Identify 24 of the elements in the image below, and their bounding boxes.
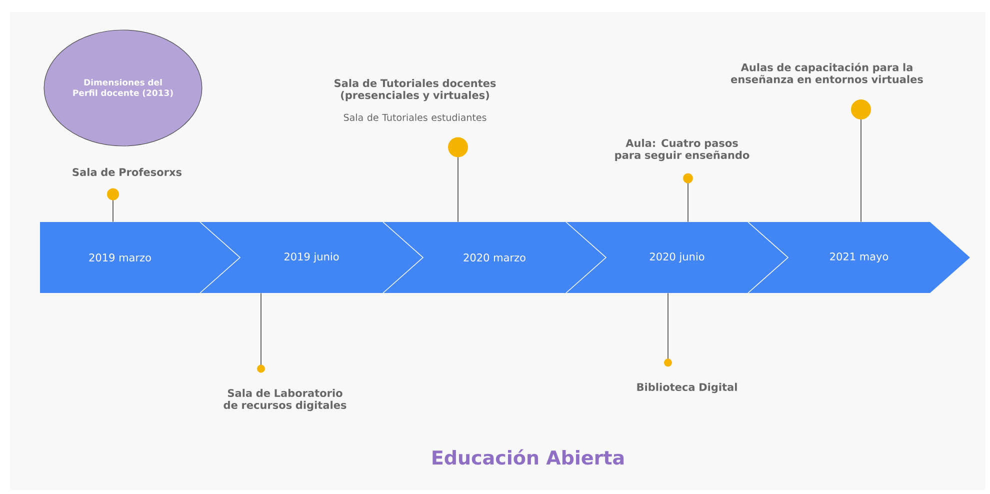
event-label: Biblioteca Digital (637, 382, 737, 394)
node-label: 2021 mayo (830, 252, 888, 262)
event-label: Sala de Laboratorio de recursos digitales (224, 388, 346, 412)
node-label: 2019 junio (284, 252, 339, 263)
event-label: Aula: Cuatro pasos para seguir enseñando (615, 138, 750, 162)
circle-node: Dimensiones del Perfil docente (2013) (44, 30, 202, 146)
timeline-segment: 2019 junio (200, 222, 423, 294)
node-label: 2020 marzo (464, 254, 526, 262)
event-label: Sala de Profesorxs (72, 168, 182, 176)
timeline-segment: 2019 marzo (40, 222, 240, 293)
event-label: Sala de Tutoriales docentes (presenciales y virtuales) Sala de Tutoriales estudiantes (334, 78, 496, 121)
stem-line (851, 99, 871, 222)
stem-line (257, 292, 265, 373)
event-label: Aulas de capacitación para la enseñanza en entornos virtuales (731, 62, 923, 84)
timeline-segment: 2020 junio (566, 222, 788, 294)
stem-line (683, 173, 693, 222)
timeline-segment: 2020 marzo (382, 222, 606, 294)
title: Educación Abierta (432, 449, 624, 465)
stem-line (448, 137, 468, 222)
stem-line (107, 188, 119, 222)
node-label: 2020 junio (650, 252, 704, 263)
stem-line (664, 292, 672, 367)
timeline-segment: 2021 mayo (748, 222, 970, 294)
node-label: 2019 marzo (89, 254, 151, 262)
